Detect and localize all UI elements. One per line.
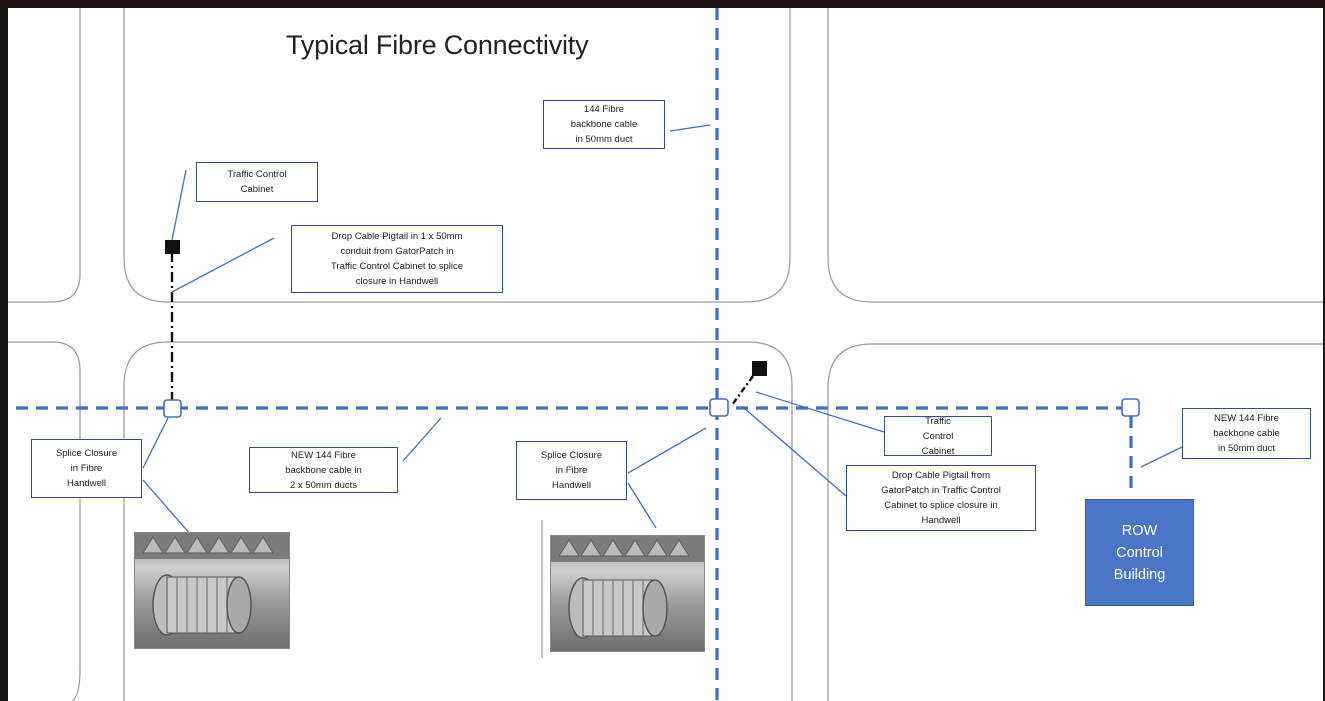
leader-splice-left-up	[142, 417, 169, 469]
block-bottom-right	[827, 343, 1323, 701]
leader-tc-cabinet-left	[171, 169, 187, 241]
diagram-title: Typical Fibre Connectivity	[286, 30, 589, 60]
leader-splice-left-down	[142, 479, 192, 536]
callout-drop-cable-right: Drop Cable Pigtail from GatorPatch in Tr…	[846, 465, 1036, 531]
leader-new-backbone-right	[1140, 446, 1183, 468]
callout-new-backbone-center: NEW 144 Fibre backbone cable in 2 x 50mm…	[249, 447, 398, 493]
splice-closure-drawing-left	[135, 533, 289, 636]
callout-drop-cable-left: Drop Cable Pigtail in 1 x 50mm conduit f…	[291, 225, 503, 293]
leader-splice-center-up	[627, 427, 707, 474]
block-top-middle	[123, 8, 791, 303]
cabinet-marker-right	[752, 361, 767, 376]
callout-new-backbone-right: NEW 144 Fibre backbone cable in 50mm duc…	[1182, 408, 1311, 459]
drop-cable-right	[731, 375, 754, 406]
splice-closure-photo-center	[550, 535, 705, 652]
leader-tc-cabinet-right	[755, 391, 885, 433]
block-top-left	[8, 8, 81, 303]
leader-splice-center-down	[627, 482, 657, 529]
block-bottom-middle	[123, 341, 793, 701]
callout-traffic-control-cabinet-left: Traffic Control Cabinet	[196, 162, 318, 202]
diagram-canvas	[8, 8, 1323, 701]
leader-drop-cable-right	[743, 407, 847, 497]
row-control-building: ROW Control Building	[1085, 499, 1194, 606]
callout-traffic-control-cabinet-right: Traffic Control Cabinet	[884, 416, 992, 457]
splice-closure-drawing-center	[551, 536, 704, 639]
leader-new-backbone-center	[402, 417, 442, 462]
cabinet-marker-left	[165, 240, 180, 254]
leader-drop-cable-left	[171, 237, 275, 293]
callout-splice-closure-center: Splice Closure in Fibre Handwell	[516, 441, 627, 500]
handwell-center	[709, 398, 729, 417]
diagram-page: Typical Fibre Connectivity 144 Fibre bac…	[8, 8, 1323, 701]
block-top-right	[827, 8, 1323, 303]
handwell-right	[1121, 398, 1140, 417]
callout-backbone-top: 144 Fibre backbone cable in 50mm duct	[543, 100, 665, 149]
leader-backbone-top	[669, 124, 711, 132]
splice-closure-photo-left	[134, 532, 290, 649]
handwell-left	[163, 399, 182, 418]
block-bottom-left	[8, 341, 81, 701]
callout-splice-closure-left: Splice Closure in Fibre Handwell	[31, 439, 142, 498]
